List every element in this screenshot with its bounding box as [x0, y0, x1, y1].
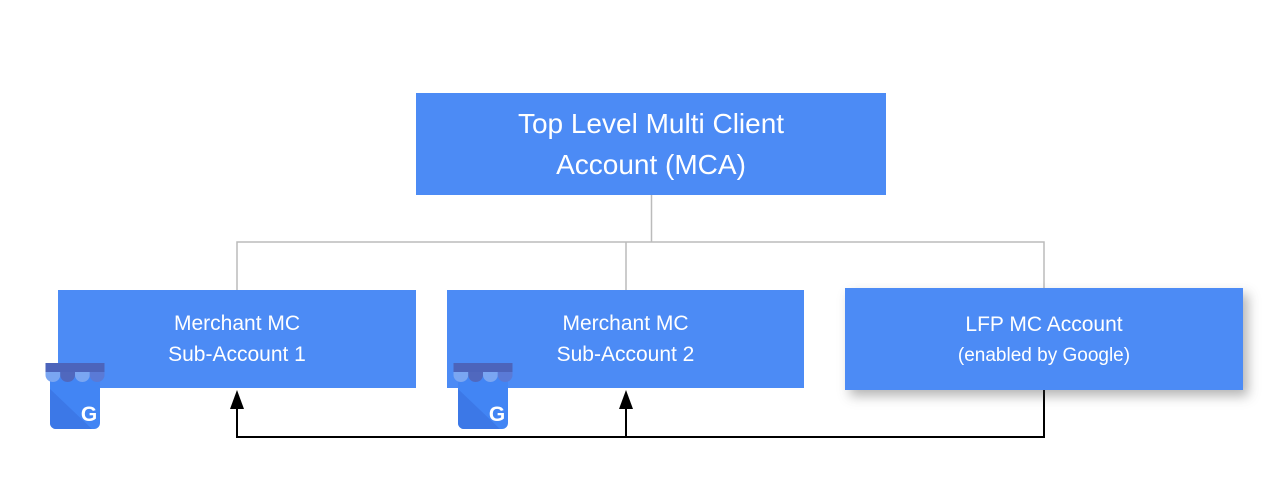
- lfp-feed-line: [236, 390, 1045, 438]
- gmb-awning-scallop: [60, 372, 75, 382]
- arrowhead-up-icon: [619, 390, 633, 409]
- node-label-line2: (enabled by Google): [957, 344, 1131, 366]
- gmb-awning-bar: [453, 363, 513, 372]
- node-label-line2: Sub-Account 1: [168, 343, 306, 366]
- gmb-awning-scallop: [497, 372, 513, 382]
- gmb-awning-scallop: [483, 372, 498, 382]
- node-label-line2: Account (MCA): [556, 149, 746, 180]
- tree-connector-line: [236, 195, 1045, 290]
- gmb-g-letter: G: [489, 403, 505, 426]
- gmb-awning-bar: [45, 363, 105, 372]
- node-top-level-mca: Top Level Multi Client Account (MCA): [416, 93, 886, 195]
- node-lfp-mc-account: LFP MC Account (enabled by Google): [845, 288, 1243, 390]
- node-merchant-sub-account-1: Merchant MC Sub-Account 1: [58, 290, 416, 388]
- node-label-line1: LFP MC Account: [965, 312, 1123, 336]
- gmb-awning-scallop: [45, 372, 61, 382]
- node-label-line2: Sub-Account 2: [556, 343, 695, 366]
- gmb-body-shade: [50, 389, 92, 429]
- arrowhead-up-icon: [230, 390, 244, 409]
- node-label-line1: Top Level Multi Client: [517, 108, 785, 139]
- node-merchant-sub-account-2: Merchant MC Sub-Account 2: [447, 290, 804, 388]
- google-my-business-icon: G: [453, 363, 513, 429]
- gmb-awning-scallop: [89, 372, 105, 382]
- node-label-line1: Merchant MC: [562, 312, 689, 335]
- gmb-awning-scallop: [468, 372, 483, 382]
- google-my-business-icon: G: [45, 363, 105, 429]
- gmb-g-letter: G: [81, 403, 97, 426]
- node-label-line1: Merchant MC: [173, 312, 301, 335]
- gmb-body-shade: [458, 389, 500, 429]
- gmb-awning-scallop: [453, 372, 469, 382]
- gmb-awning-scallop: [75, 372, 90, 382]
